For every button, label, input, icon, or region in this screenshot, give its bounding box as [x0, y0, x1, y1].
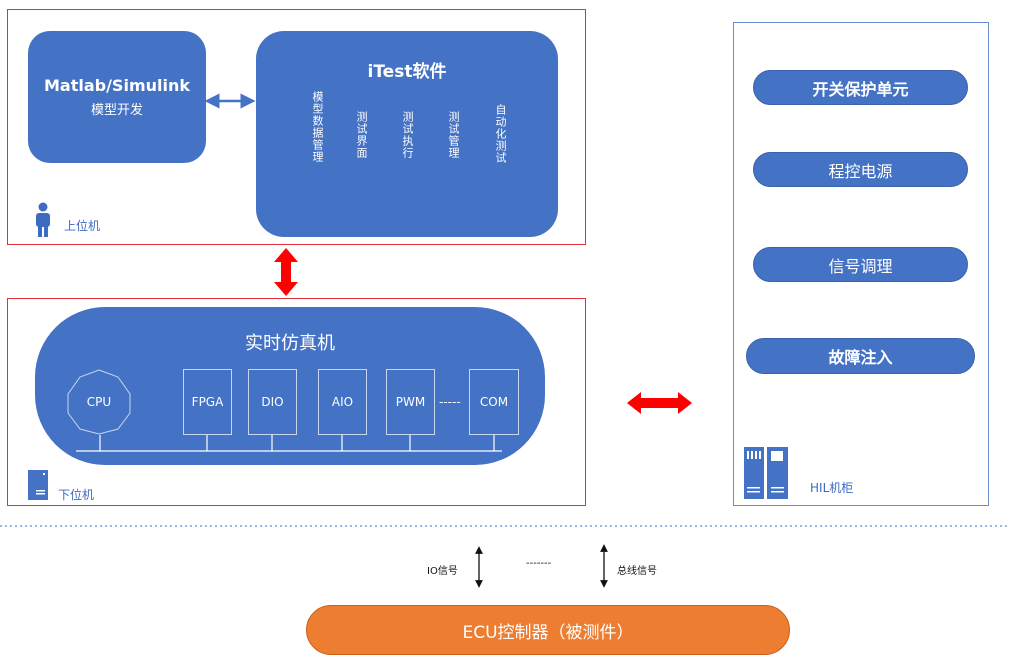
itest-item-test-ui: 测试界面	[355, 111, 368, 159]
cpu-label: CPU	[86, 395, 112, 409]
itest-item-test-manage: 测试管理	[447, 111, 460, 159]
ecu-controller-label: ECU控制器（被测件）	[462, 622, 634, 643]
cabinet-fault-injection: 故障注入	[746, 338, 975, 374]
host-pc-caption: 上位机	[64, 219, 101, 233]
cabinet-switch-protection: 开关保护单元	[753, 70, 968, 105]
io-signal-label: IO信号	[427, 566, 458, 577]
host-target-arrow	[274, 248, 298, 296]
itest-item-auto-test: 自动化测试	[494, 104, 507, 164]
module-aio: AIO	[318, 369, 367, 435]
itest-item-test-exec: 测试执行	[401, 111, 414, 159]
hil-cabinet-frame	[733, 22, 989, 506]
realtime-simulator-title: 实时仿真机	[245, 333, 335, 354]
module-ellipsis: -----	[439, 395, 461, 409]
itest-item-model-data: 模型数据管理	[311, 91, 324, 163]
bus-signal-label: 总线信号	[617, 566, 657, 577]
cpu-chip: CPU	[66, 369, 132, 435]
host-pc-frame	[7, 9, 586, 245]
module-pwm: PWM	[386, 369, 435, 435]
matlab-subtitle: 模型开发	[90, 103, 143, 118]
itest-title: iTest软件	[367, 62, 447, 82]
signals-ellipsis: -------	[526, 558, 552, 569]
target-cabinet-arrow	[627, 392, 692, 414]
module-com: COM	[469, 369, 519, 435]
target-pc-caption: 下位机	[58, 488, 95, 502]
target-pc-frame	[7, 298, 586, 506]
module-fpga: FPGA	[183, 369, 232, 435]
ecu-controller-box: ECU控制器（被测件）	[306, 605, 790, 655]
matlab-title: Matlab/Simulink	[43, 76, 190, 95]
matlab-simulink-box: Matlab/Simulink 模型开发	[28, 31, 206, 163]
cabinet-rack-icon	[744, 447, 788, 499]
internal-bus	[76, 435, 502, 452]
person-icon	[34, 202, 52, 238]
server-icon	[28, 470, 48, 500]
module-dio: DIO	[248, 369, 297, 435]
itest-software-box: iTest软件 模型数据管理 测试界面 测试执行 测试管理 自动化测试	[256, 31, 558, 237]
hil-cabinet-caption: HIL机柜	[810, 481, 854, 495]
cabinet-program-power: 程控电源	[753, 152, 968, 187]
cabinet-signal-conditioning: 信号调理	[753, 247, 968, 282]
